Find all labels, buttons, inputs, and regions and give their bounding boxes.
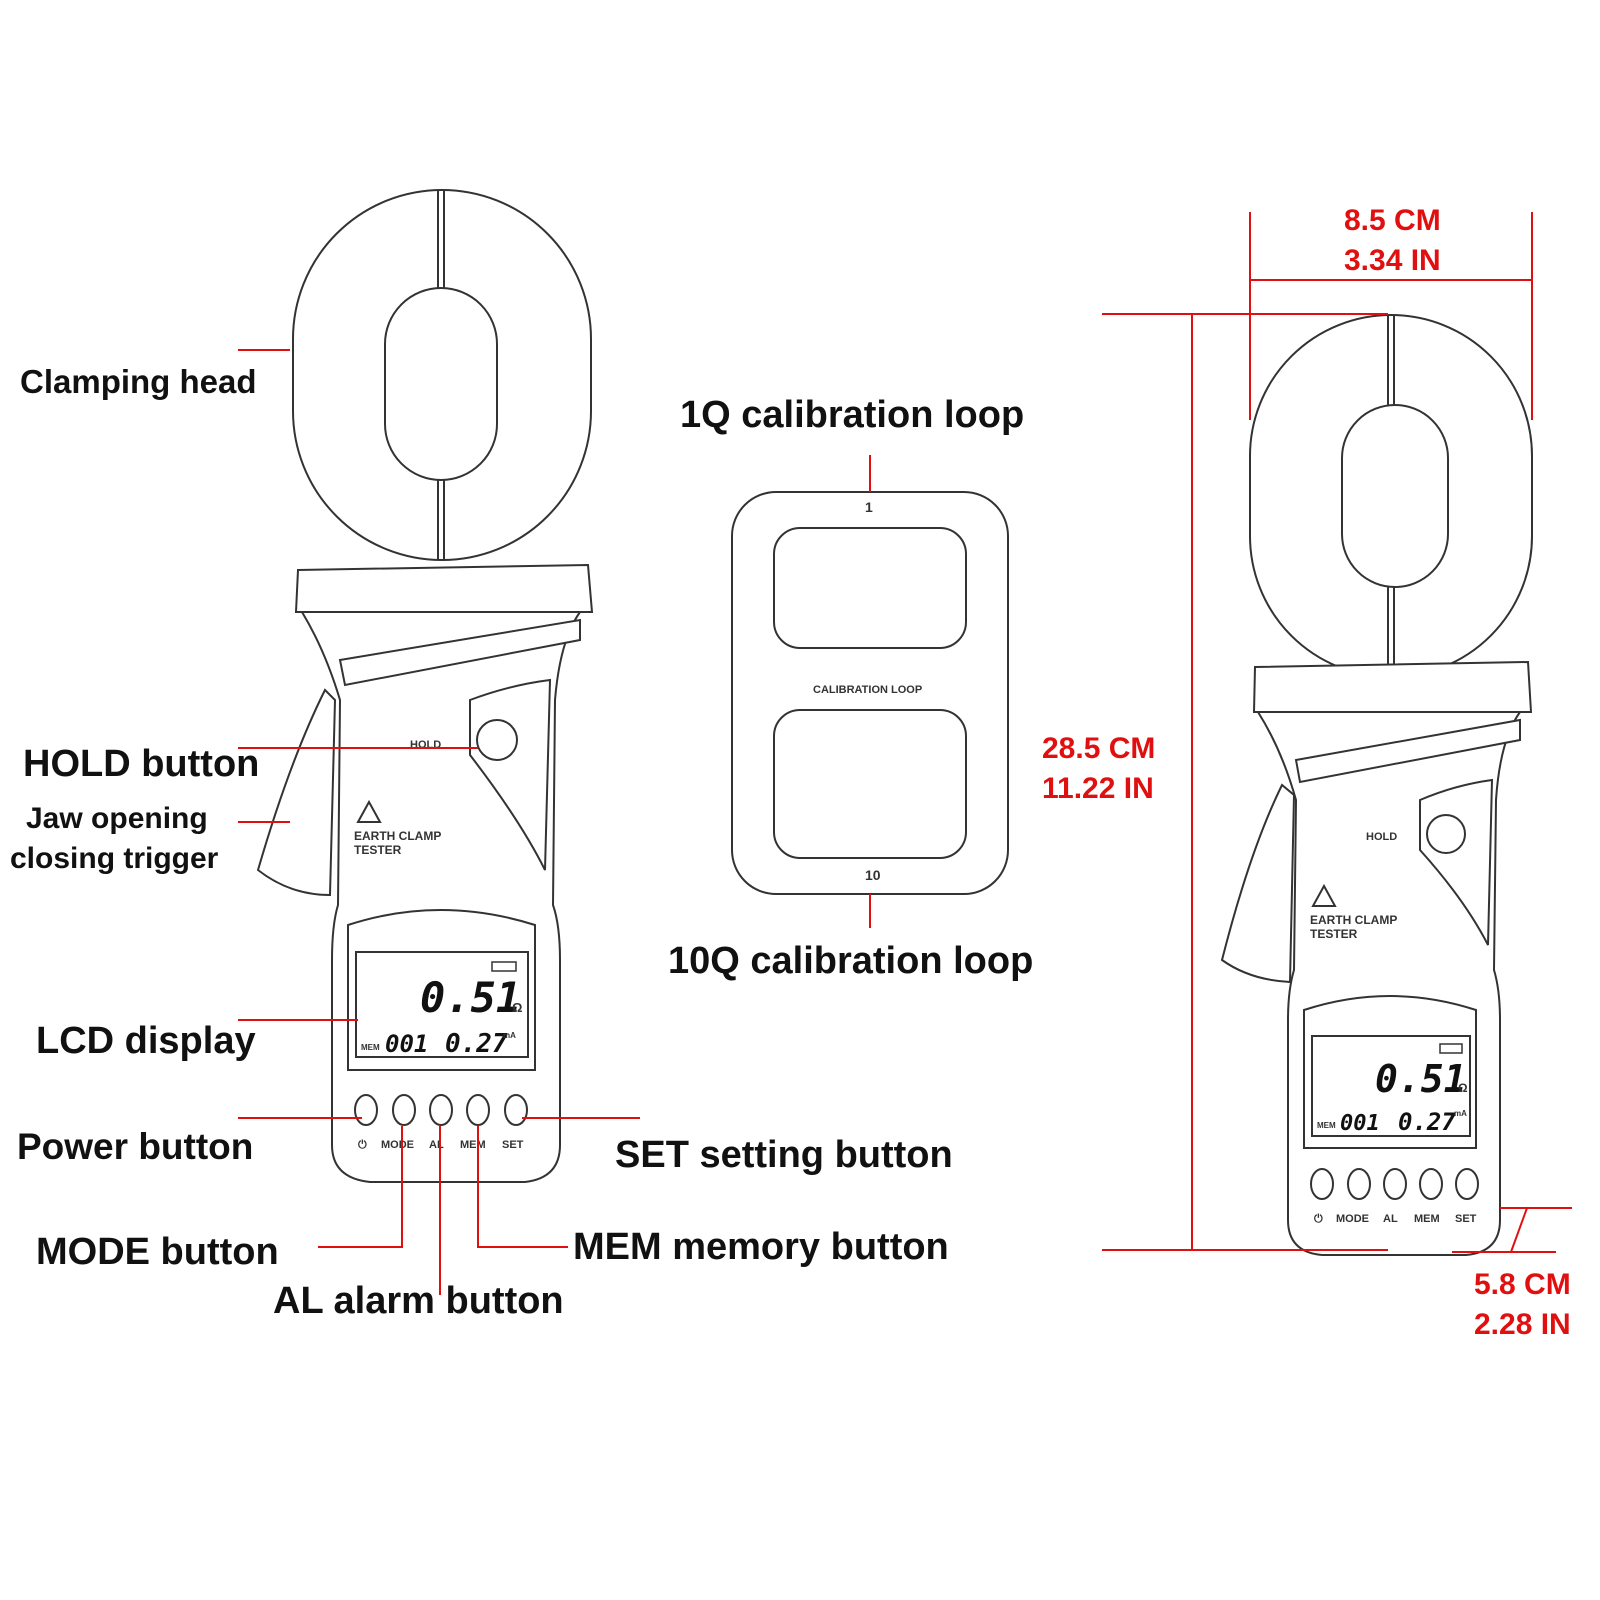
- loop-10q-window: [773, 709, 967, 859]
- dim-depth-in: 2.28 IN: [1474, 1308, 1571, 1341]
- right-btn-label-al: AL: [1383, 1213, 1398, 1225]
- right-lcd-mem-index: 001: [1340, 1111, 1380, 1136]
- callout-mem-button: MEM memory button: [573, 1226, 949, 1268]
- left-lcd-mem-index: 001: [385, 1030, 428, 1058]
- left-lcd-main-unit: Ω: [512, 1000, 522, 1015]
- leader-mem: [477, 1126, 568, 1248]
- loop-center-label: CALIBRATION LOOP: [813, 684, 922, 696]
- left-jaw-trigger: [256, 688, 337, 897]
- callout-lcd-display: LCD display: [36, 1020, 256, 1062]
- right-jaw-trigger: [1220, 783, 1296, 984]
- left-brand-line1: EARTH CLAMP: [354, 829, 441, 843]
- callout-loop-10q: 10Q calibration loop: [668, 940, 1034, 982]
- right-power-button[interactable]: [1310, 1168, 1334, 1200]
- dimension-lines: [1102, 212, 1572, 1253]
- left-al-button[interactable]: [429, 1094, 453, 1126]
- left-hold-button[interactable]: [476, 719, 518, 761]
- loop-bottom-number: 10: [865, 867, 881, 883]
- callout-jaw-trigger-line2: closing trigger: [10, 842, 219, 875]
- right-brand-line1: EARTH CLAMP: [1310, 913, 1397, 927]
- callout-mode-button: MODE button: [36, 1231, 279, 1273]
- dim-height-in: 11.22 IN: [1042, 772, 1154, 805]
- left-lcd-current-value: 0.27: [445, 1029, 508, 1059]
- right-al-button[interactable]: [1383, 1168, 1407, 1200]
- callout-set-button: SET setting button: [615, 1134, 953, 1176]
- left-brand-line2: TESTER: [354, 843, 402, 857]
- leader-mode: [318, 1126, 403, 1248]
- dim-depth-cm: 5.8 CM: [1474, 1268, 1571, 1301]
- right-btn-label-power: ⏻: [1314, 1212, 1323, 1225]
- left-btn-label-mem: MEM: [460, 1139, 486, 1151]
- right-lcd-main-unit: Ω: [1458, 1081, 1468, 1095]
- left-lcd-main-value: 0.51: [420, 973, 521, 1022]
- right-lcd-current-unit: mA: [1454, 1109, 1467, 1118]
- left-device: [256, 189, 594, 1183]
- right-lcd-main-value: 0.51: [1375, 1057, 1467, 1101]
- right-brand-line2: TESTER: [1310, 927, 1358, 941]
- callout-power-button: Power button: [17, 1126, 254, 1167]
- left-power-button[interactable]: [354, 1094, 378, 1126]
- dim-width-in: 3.34 IN: [1344, 244, 1441, 277]
- left-lcd-current-unit: mA: [503, 1031, 516, 1040]
- left-lcd-screen: [355, 951, 529, 1058]
- right-set-button[interactable]: [1455, 1168, 1479, 1200]
- calibration-loop: [731, 491, 1009, 895]
- left-btn-label-set: SET: [502, 1139, 524, 1151]
- left-btn-label-power: ⏻: [358, 1138, 367, 1151]
- right-mode-button[interactable]: [1347, 1168, 1371, 1200]
- left-lcd-mem-badge: MEM: [361, 1043, 380, 1052]
- right-device: [1220, 314, 1533, 1256]
- right-btn-label-set: SET: [1455, 1213, 1477, 1225]
- right-lcd-current-value: 0.27: [1398, 1108, 1456, 1136]
- left-mode-button[interactable]: [392, 1094, 416, 1126]
- right-mem-button[interactable]: [1419, 1168, 1443, 1200]
- left-mem-button[interactable]: [466, 1094, 490, 1126]
- leader-lines: [238, 349, 871, 1295]
- dim-width-cm: 8.5 CM: [1344, 204, 1441, 237]
- left-set-button[interactable]: [504, 1094, 528, 1126]
- right-btn-label-mode: MODE: [1336, 1213, 1369, 1225]
- right-btn-label-mem: MEM: [1414, 1213, 1440, 1225]
- callout-clamping-head: Clamping head: [20, 363, 257, 400]
- left-hold-label: HOLD: [410, 739, 441, 751]
- callout-loop-1q: 1Q calibration loop: [680, 394, 1025, 436]
- callout-al-button: AL alarm button: [273, 1280, 564, 1322]
- loop-top-number: 1: [865, 499, 873, 515]
- callout-hold-button: HOLD button: [23, 743, 260, 785]
- depth-dim-line: [1510, 1207, 1528, 1253]
- callout-jaw-trigger-line1: Jaw opening: [26, 802, 208, 835]
- loop-1q-window: [773, 527, 967, 649]
- right-hold-label: HOLD: [1366, 831, 1397, 843]
- dim-height-cm: 28.5 CM: [1042, 732, 1156, 765]
- right-lcd-mem-badge: MEM: [1317, 1121, 1336, 1130]
- right-hold-button[interactable]: [1426, 814, 1466, 854]
- left-btn-label-mode: MODE: [381, 1139, 414, 1151]
- left-btn-label-al: AL: [429, 1139, 444, 1151]
